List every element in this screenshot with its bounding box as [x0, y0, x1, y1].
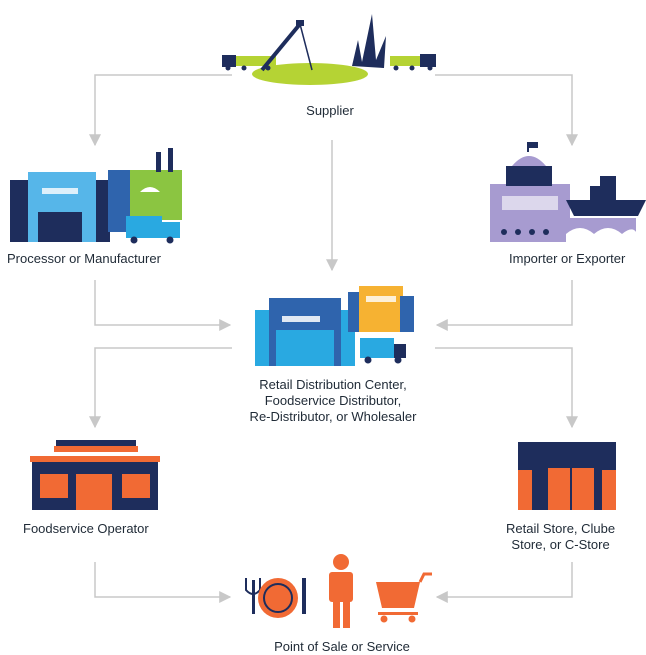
foodservice-label: Foodservice Operator — [23, 521, 149, 536]
farm-icon — [222, 14, 436, 85]
distribution-label-line-1: Retail Distribution Center, — [259, 377, 407, 392]
retail-label-line-2: Store, or C-Store — [511, 537, 610, 552]
arrow-distribution-foodservice — [89, 347, 232, 429]
arrow-distribution-retail — [435, 347, 578, 429]
factory-icon — [10, 148, 182, 244]
arrow-supplier-importer — [435, 74, 578, 147]
distribution-label-line-2: Foodservice Distributor, — [264, 393, 402, 408]
distribution-label-line-3: Re-Distributor, or Wholesaler — [249, 409, 417, 424]
pos-label: Point of Sale or Service — [274, 639, 410, 654]
arrow-foodservice-pos — [94, 562, 232, 603]
government-port-icon — [490, 142, 646, 242]
pos-icon — [245, 554, 432, 628]
processor-label: Processor or Manufacturer — [7, 251, 161, 266]
retail-label: Retail Store, Clube Store, or C-Store — [506, 521, 615, 553]
supplier-label: Supplier — [306, 103, 354, 118]
arrow-processor-distribution — [94, 280, 232, 331]
warehouse-icon — [255, 286, 414, 366]
arrow-importer-distribution — [435, 280, 573, 331]
restaurant-icon — [30, 440, 160, 510]
arrow-supplier-processor — [89, 74, 232, 147]
connector-arrows — [89, 74, 578, 603]
retail-label-line-1: Retail Store, Clube — [506, 521, 616, 536]
importer-label: Importer or Exporter — [509, 251, 626, 266]
distribution-label: Retail Distribution Center, Foodservice … — [250, 377, 417, 425]
store-icon — [518, 442, 616, 510]
arrow-retail-pos — [435, 562, 573, 603]
